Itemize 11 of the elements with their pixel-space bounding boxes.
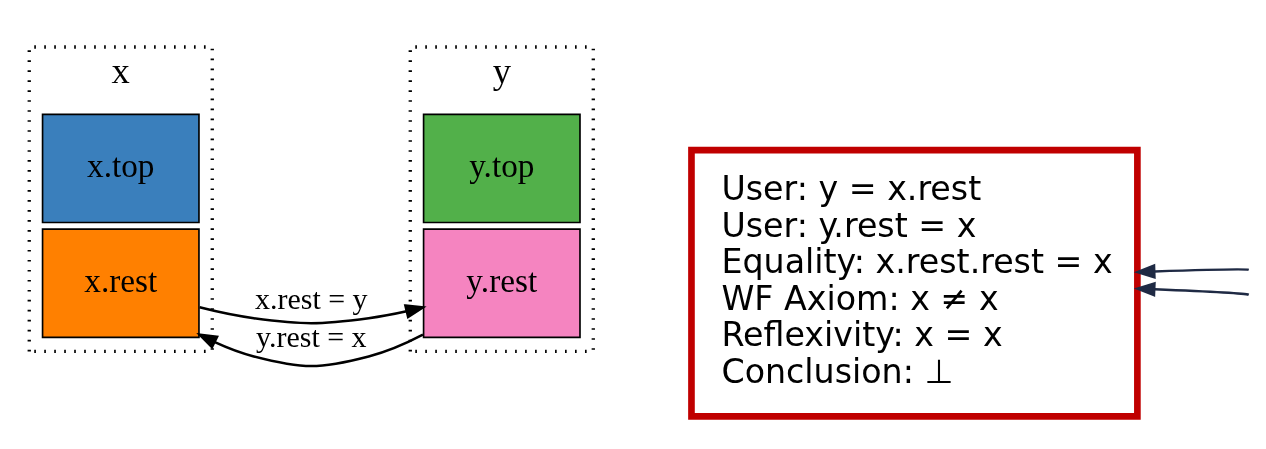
arrow [1133, 281, 1249, 297]
arrow [199, 303, 427, 324]
edge-label: y.rest = x [255, 319, 367, 353]
node-box: x.rest [41, 227, 200, 338]
node-box: x.top [41, 113, 200, 223]
arrow [1133, 263, 1249, 279]
node-box: User: y = x.rest User: y.rest = x Equality: x.rest.rest = x WF Axiom: x ≠ x Reflexivity: x = x Conclusion: ⊥ [688, 146, 1141, 420]
arrow [196, 332, 424, 367]
node-box: y.rest [422, 227, 581, 338]
edge-label: x.rest = y [255, 281, 368, 315]
node-box: y.top [422, 113, 581, 223]
